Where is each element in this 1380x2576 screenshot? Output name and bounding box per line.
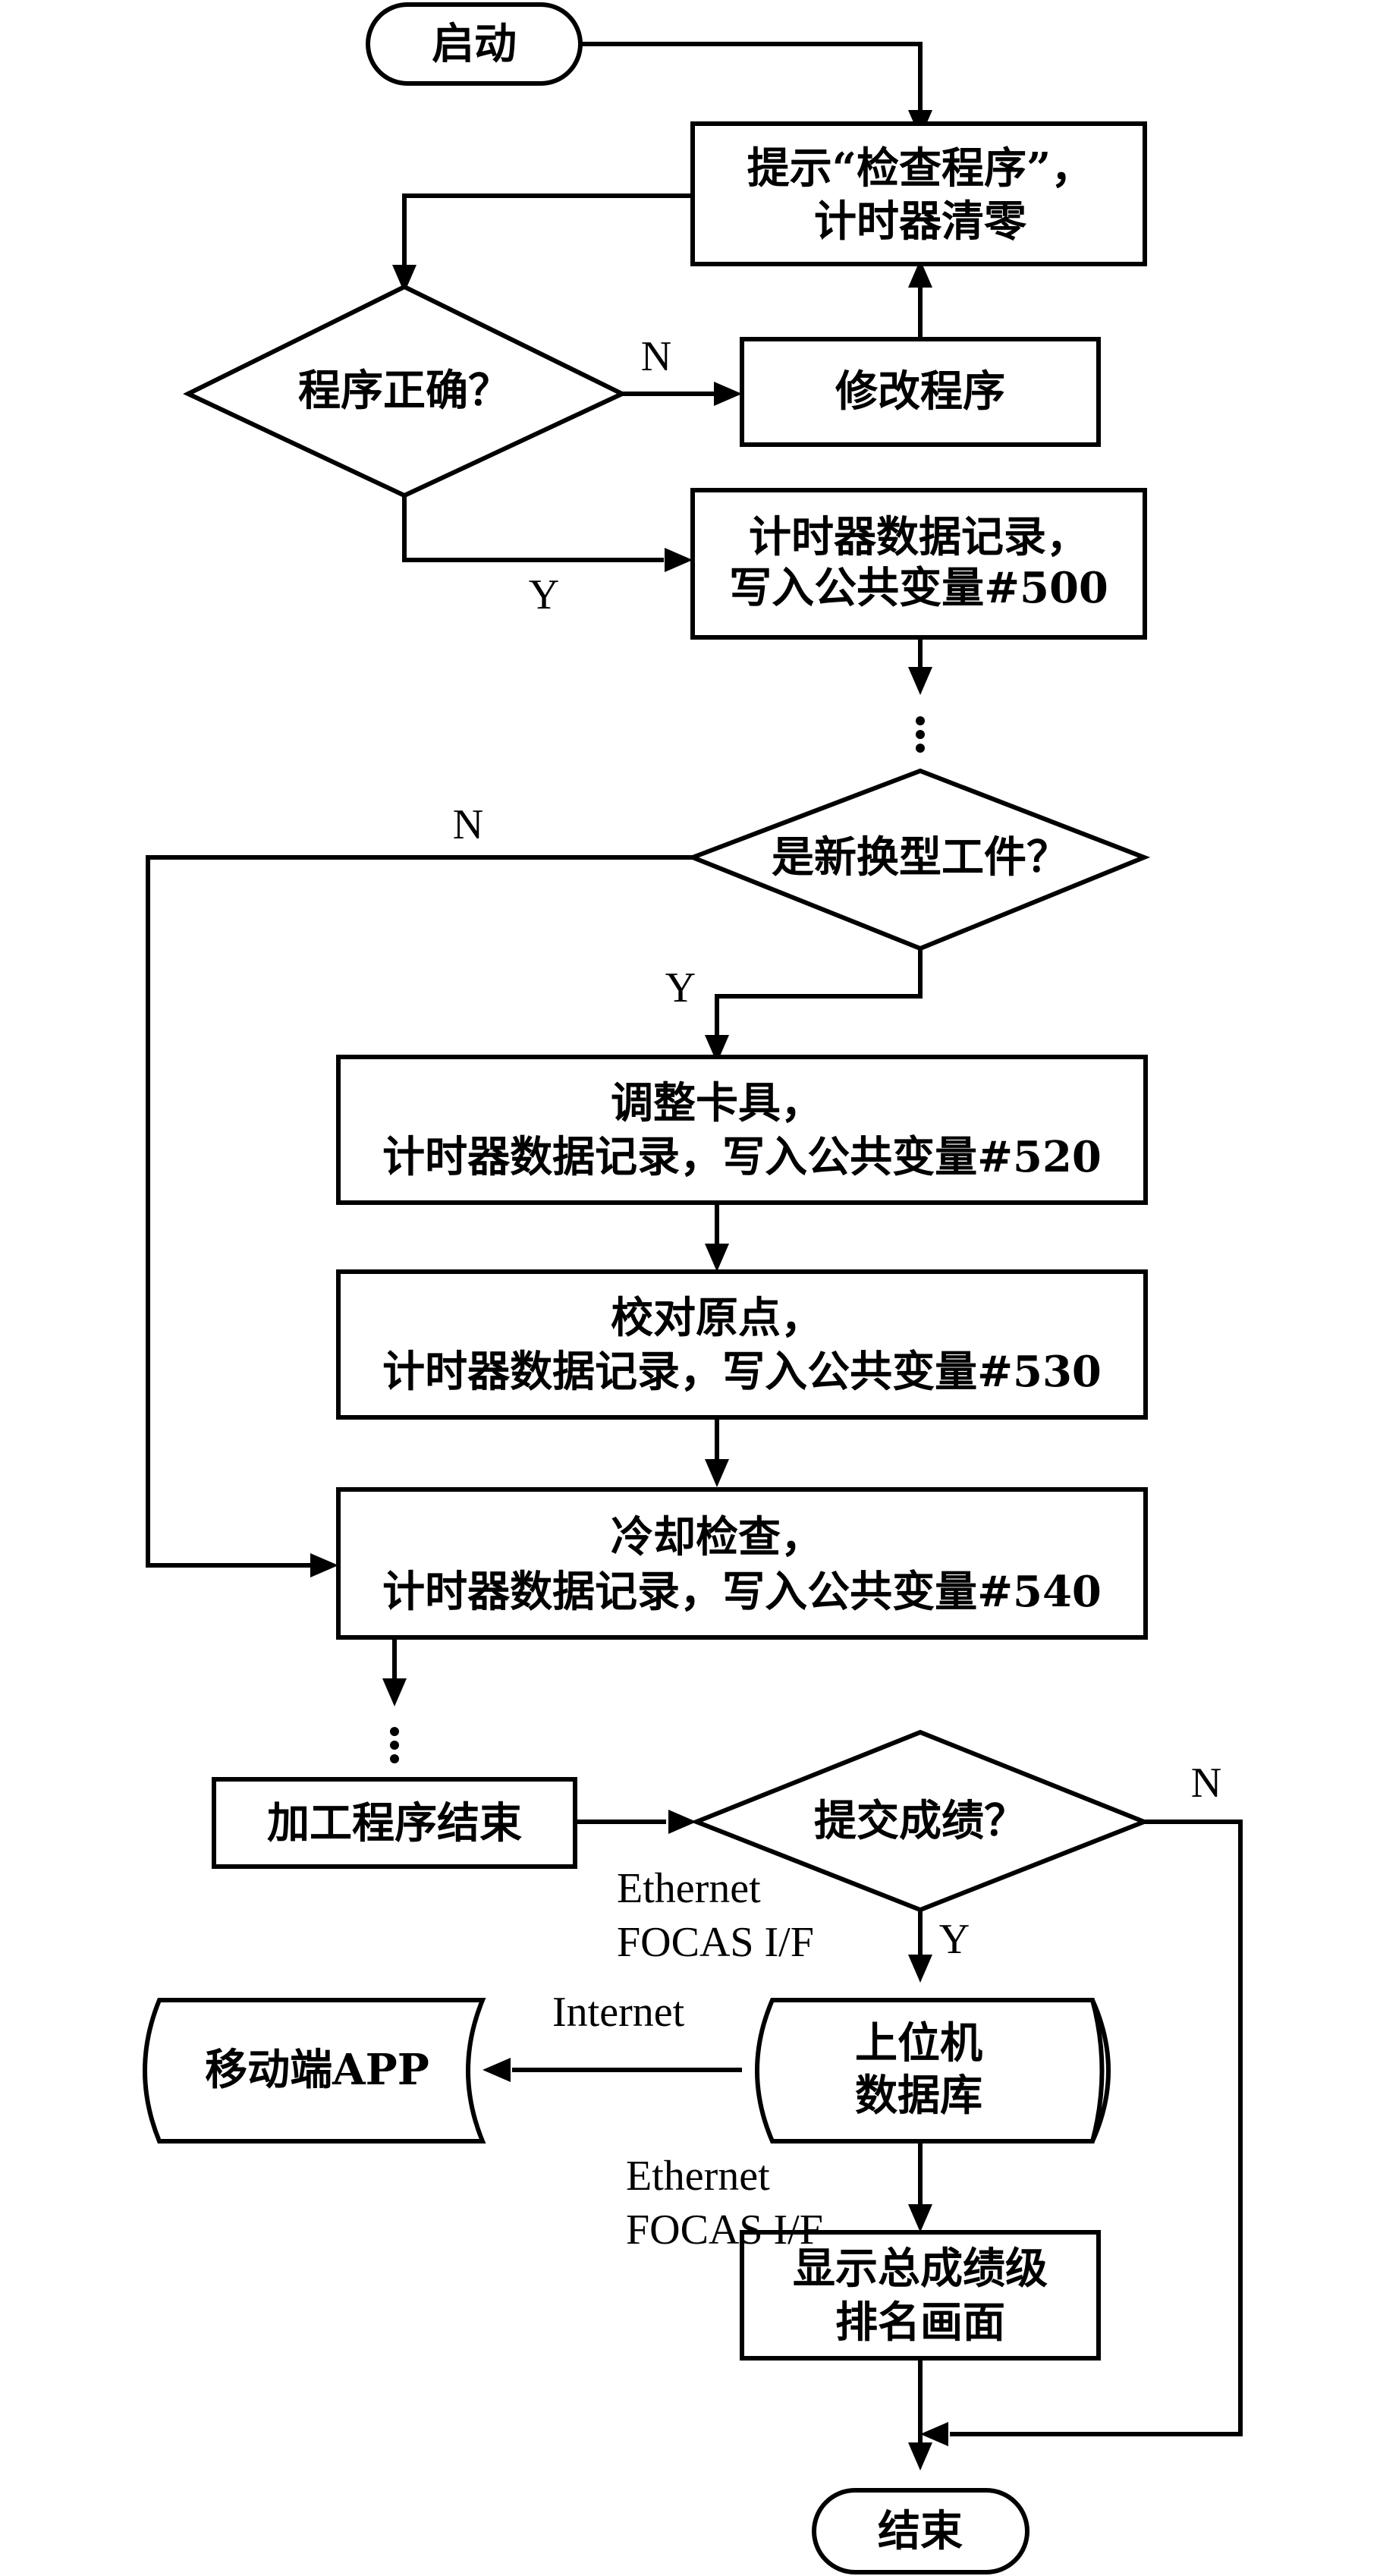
node-texts: 启动 提示“检查程序”， 计时器清零 程序正确？ 修改程序 计时器数据记录， 写… — [205, 19, 1108, 2556]
prompt-box — [690, 121, 1147, 266]
connector-decision-yes — [402, 495, 664, 562]
new-workpiece-diamond — [686, 768, 1151, 951]
display-rank-box — [740, 2230, 1101, 2361]
calibrate-origin-box — [336, 1269, 1148, 1420]
arrow-down-icon — [382, 1678, 407, 1706]
yes-label: Y — [665, 964, 696, 1011]
adjust-fixture-line-2: 计时器数据记录，写入公共变量#520 — [382, 1132, 1102, 1182]
modify-program-label: 修改程序 — [835, 366, 1005, 417]
arrow-down-icon — [908, 667, 932, 695]
ellipsis-dot — [916, 716, 925, 725]
host-database-curve — [1090, 1999, 1111, 2143]
cooling-check-box — [336, 1487, 1148, 1640]
arrow-down-icon — [908, 2204, 932, 2232]
end-terminal — [812, 2488, 1029, 2574]
ellipsis-dot — [390, 1754, 399, 1763]
host-database-shape — [755, 1998, 1105, 2144]
calibrate-origin-line-1: 校对原点， — [611, 1293, 823, 1343]
arrow-right-icon — [310, 1553, 338, 1577]
continuation-dots — [390, 716, 925, 1763]
ellipsis-dot — [390, 1727, 399, 1736]
ellipsis-dot — [390, 1741, 399, 1750]
program-check-diamond — [183, 284, 627, 499]
mobile-app-label: 移动端APP — [205, 2045, 429, 2095]
ethernet-label: Ethernet — [626, 2153, 770, 2200]
arrow-down-icon — [705, 1244, 729, 1272]
calibrate-origin-line-2: 计时器数据记录，写入公共变量#530 — [382, 1347, 1102, 1397]
arrow-right-icon — [668, 1810, 696, 1834]
arrow-down-icon — [705, 1035, 729, 1063]
record-500-line-2: 写入公共变量#500 — [729, 563, 1108, 613]
end-label: 结束 — [878, 2506, 963, 2556]
program-check-label: 程序正确？ — [298, 366, 511, 416]
ellipsis-dot — [916, 730, 925, 739]
connector-prompt-to-decision — [402, 193, 693, 273]
display-rank-line-1: 显示总成绩级 — [793, 2244, 1048, 2294]
connector-new-no — [146, 855, 693, 1568]
submit-score-diamond — [690, 1729, 1151, 1913]
adjust-fixture-box — [336, 1055, 1148, 1205]
connector-submit-no — [950, 1820, 1243, 2436]
host-database-line-2: 数据库 — [855, 2071, 982, 2121]
start-label: 启动 — [432, 19, 517, 69]
focas-label: FOCAS I/F — [617, 1919, 814, 1966]
cooling-check-line-1: 冷却检查， — [611, 1512, 823, 1562]
yes-label: Y — [529, 571, 559, 618]
arrow-up-icon — [908, 259, 932, 288]
arrow-down-icon — [705, 1459, 729, 1487]
start-terminal — [366, 2, 583, 86]
arrow-down-icon — [908, 1955, 932, 1983]
prompt-line-1: 提示“检查程序”， — [747, 143, 1093, 193]
no-label: N — [453, 801, 483, 848]
connectors — [146, 42, 1243, 2445]
new-workpiece-label: 是新换型工件？ — [772, 832, 1069, 882]
program-end-box — [212, 1777, 577, 1869]
arrow-down-icon — [908, 2442, 932, 2471]
shapes — [143, 2, 1151, 2574]
edge-labels: N Y N Y N Y Ethernet FOCAS I/F Internet … — [453, 333, 1221, 2254]
host-database-line-1: 上位机 — [855, 2018, 982, 2068]
submit-score-label: 提交成绩？ — [814, 1796, 1026, 1846]
arrow-down-icon — [392, 265, 417, 293]
program-end-label: 加工程序结束 — [267, 1798, 522, 1848]
arrow-left-icon — [483, 2058, 511, 2082]
record-500-box — [690, 488, 1147, 640]
display-rank-line-2: 排名画面 — [835, 2298, 1005, 2348]
arrowheads — [310, 110, 948, 2471]
internet-label: Internet — [552, 1989, 685, 2036]
focas-label: FOCAS I/F — [626, 2206, 823, 2254]
no-label: N — [1191, 1760, 1221, 1807]
connector-new-yes — [715, 948, 923, 1042]
yes-label: Y — [939, 1916, 970, 1963]
arrow-left-icon — [920, 2422, 948, 2446]
modify-program-box — [740, 337, 1101, 447]
cooling-check-line-2: 计时器数据记录，写入公共变量#540 — [382, 1567, 1102, 1617]
record-500-line-1: 计时器数据记录， — [749, 512, 1089, 562]
ethernet-label: Ethernet — [617, 1865, 761, 1912]
connector-start-to-prompt — [580, 42, 923, 114]
arrow-right-icon — [665, 548, 693, 572]
adjust-fixture-line-1: 调整卡具， — [611, 1078, 823, 1128]
prompt-line-2: 计时器清零 — [814, 197, 1027, 247]
no-label: N — [641, 333, 671, 380]
ellipsis-dot — [916, 744, 925, 753]
mobile-app-shape — [143, 1998, 486, 2144]
arrow-right-icon — [714, 382, 742, 406]
